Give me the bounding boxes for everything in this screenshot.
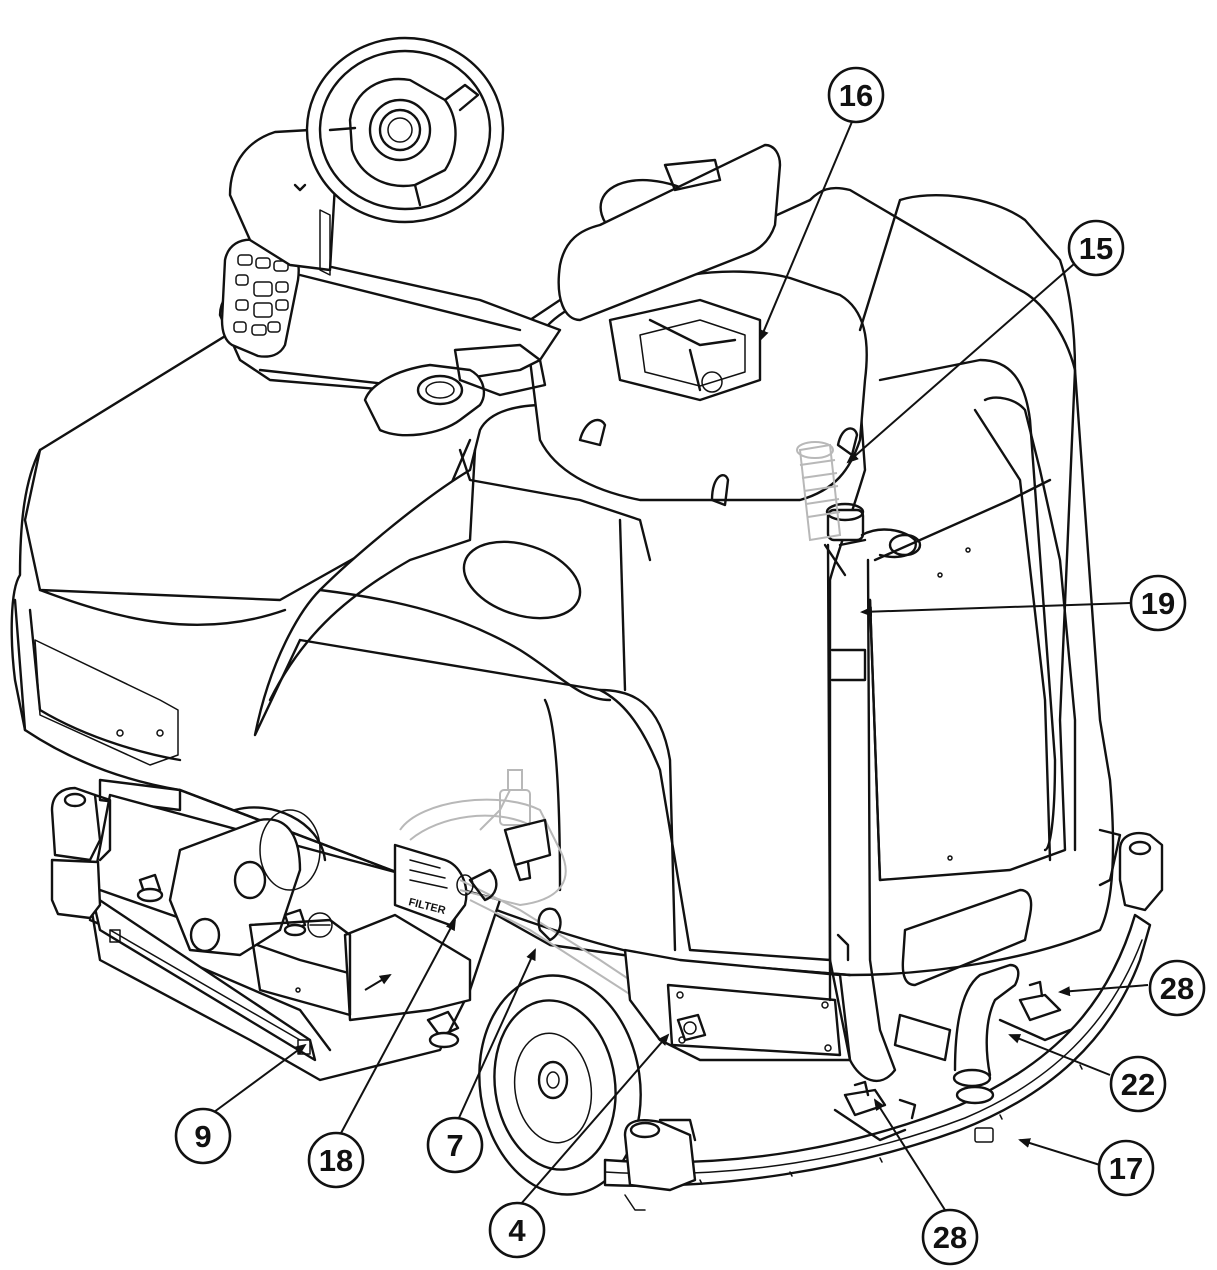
solution-valve bbox=[456, 818, 562, 942]
callout-28-right: 28 bbox=[1148, 959, 1206, 1017]
callout-9: 9 bbox=[174, 1107, 232, 1165]
callout-7-label: 7 bbox=[446, 1128, 463, 1163]
strainer-spring bbox=[796, 441, 842, 542]
left-decal-plate bbox=[34, 639, 179, 766]
leader-lines bbox=[209, 116, 1149, 1211]
rear-drain-hose bbox=[983, 396, 1077, 852]
squeegee-knob-center bbox=[833, 1080, 917, 1142]
leader-28-right bbox=[1058, 984, 1149, 997]
callout-15: 15 bbox=[1067, 219, 1125, 277]
callout-28-bottom-label: 28 bbox=[933, 1220, 967, 1255]
quick-connect-fitting bbox=[676, 1013, 707, 1042]
recovery-drain-hose bbox=[796, 441, 922, 1082]
squeegee-assembly bbox=[603, 828, 1164, 1211]
leader-22 bbox=[1008, 1034, 1111, 1076]
squeegee-vacuum-hose bbox=[953, 963, 1020, 1077]
callout-19: 19 bbox=[1129, 574, 1187, 632]
front-lower-panel bbox=[623, 948, 852, 1062]
deck-knob-left bbox=[136, 873, 164, 903]
callout-18: 18 bbox=[307, 1131, 365, 1189]
callout-18-label: 18 bbox=[319, 1143, 353, 1178]
callout-4: 4 bbox=[488, 1201, 546, 1259]
top-cover-latch-center bbox=[710, 474, 730, 507]
squeegee-left-caster bbox=[623, 1118, 697, 1211]
top-cover-latch-left bbox=[578, 418, 607, 447]
callout-9-label: 9 bbox=[194, 1119, 211, 1154]
callout-16-label: 16 bbox=[839, 78, 873, 113]
front-bumper-bar bbox=[90, 893, 317, 1062]
callout-17-label: 17 bbox=[1109, 1151, 1143, 1186]
leader-28-bottom bbox=[873, 1098, 946, 1211]
leader-9 bbox=[209, 1043, 307, 1116]
keypad-buttons bbox=[233, 254, 289, 336]
leader-4 bbox=[519, 1033, 670, 1206]
leader-15 bbox=[846, 263, 1075, 464]
callout-4-label: 4 bbox=[508, 1213, 526, 1248]
deck-knob-center bbox=[283, 908, 307, 937]
front-access-plate bbox=[666, 983, 842, 1057]
callout-28-bottom: 28 bbox=[921, 1208, 979, 1266]
fill-cap-knob bbox=[701, 371, 723, 393]
rear-left-rollers bbox=[50, 786, 112, 920]
drain-hose-cap bbox=[826, 508, 865, 542]
right-tank-panel bbox=[858, 193, 1077, 882]
callout-28-right-label: 28 bbox=[1160, 971, 1194, 1006]
front-drive-wheel bbox=[478, 974, 642, 1196]
scrub-deck: FILTER bbox=[88, 793, 502, 1082]
callout-17: 17 bbox=[1097, 1139, 1155, 1197]
steering-wheel-hub bbox=[348, 77, 457, 188]
callout-7: 7 bbox=[426, 1116, 484, 1174]
operator-seat-back bbox=[557, 143, 782, 322]
leader-18-b bbox=[364, 973, 392, 991]
deck-side-box bbox=[343, 913, 472, 1022]
callout-22-label: 22 bbox=[1121, 1067, 1155, 1102]
top-cover-latch-right bbox=[836, 427, 859, 457]
leader-18-a bbox=[339, 918, 456, 1136]
squeegee-right-caster bbox=[1098, 828, 1164, 912]
leader-17 bbox=[1018, 1138, 1101, 1166]
machine-body bbox=[10, 36, 1115, 977]
leader-16 bbox=[759, 116, 855, 342]
callout-19-label: 19 bbox=[1141, 586, 1175, 621]
leader-7 bbox=[457, 948, 536, 1121]
squeegee-knob-right bbox=[998, 980, 1072, 1042]
callout-22: 22 bbox=[1109, 1055, 1167, 1113]
squeegee-blade bbox=[603, 913, 1152, 1187]
callout-15-label: 15 bbox=[1079, 231, 1113, 266]
leader-19 bbox=[860, 602, 1131, 617]
callout-16: 16 bbox=[827, 66, 885, 124]
